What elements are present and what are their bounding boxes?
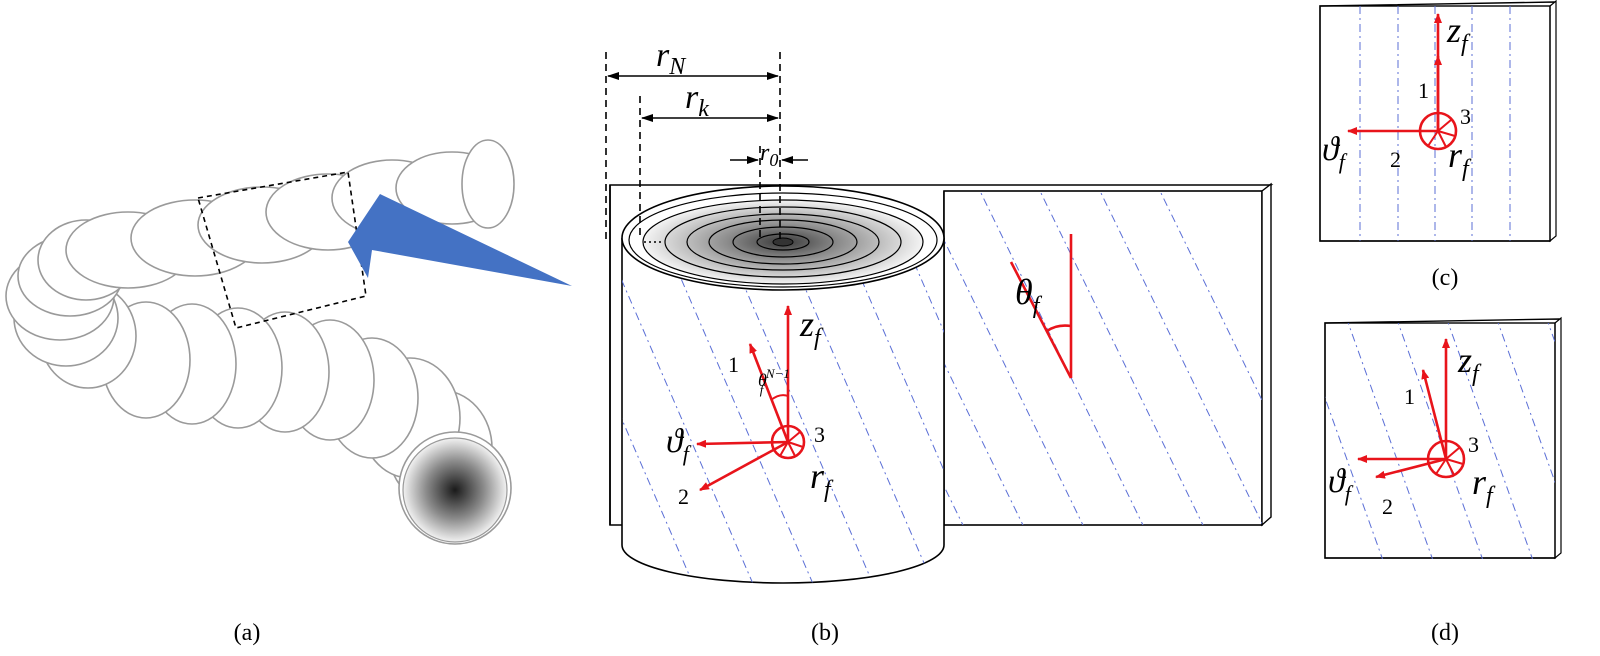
label-dir-1-d: 1 bbox=[1404, 384, 1415, 409]
panel-a-rope bbox=[5, 139, 515, 507]
label-vartheta-f-c: ϑf bbox=[1322, 131, 1348, 174]
label-dir-3-d: 3 bbox=[1468, 432, 1479, 457]
cylinder bbox=[621, 185, 945, 584]
fiber-angle-marker bbox=[1009, 234, 1073, 379]
label-dir-3-c: 3 bbox=[1460, 104, 1471, 129]
caption-d: (d) bbox=[1431, 620, 1459, 646]
caption-c: (c) bbox=[1432, 265, 1459, 291]
radius-dimensions bbox=[605, 52, 808, 242]
label-dir-2-c: 2 bbox=[1390, 147, 1401, 172]
label-r-N: rN bbox=[656, 37, 687, 80]
rope-end-cap bbox=[398, 431, 512, 545]
label-r-k: rk bbox=[685, 79, 709, 122]
blue-pointer-arrow bbox=[348, 194, 572, 286]
label-vartheta-f-d: ϑf bbox=[1328, 463, 1354, 506]
panel-d-axes bbox=[1357, 338, 1466, 479]
label-dir-2-b: 2 bbox=[678, 484, 689, 509]
label-z-f-b: zf bbox=[799, 304, 824, 351]
caption-a: (a) bbox=[234, 620, 261, 646]
selection-box bbox=[196, 171, 367, 329]
label-dir-1-c: 1 bbox=[1418, 78, 1429, 103]
label-r-f-d: rf bbox=[1472, 462, 1496, 509]
label-r-f-b: rf bbox=[810, 456, 834, 503]
panel-c-axes bbox=[1347, 13, 1458, 151]
cylinder-axes bbox=[696, 305, 806, 492]
caption-b: (b) bbox=[811, 620, 839, 646]
label-r-0: r0 bbox=[760, 140, 778, 170]
label-dir-3-b: 3 bbox=[814, 422, 825, 447]
label-dir-1-b: 1 bbox=[728, 352, 739, 377]
rope-strand bbox=[461, 139, 515, 229]
label-z-f-d: zf bbox=[1457, 340, 1482, 387]
label-theta-f-sheet: θf bbox=[1015, 272, 1043, 319]
label-vartheta-f-b: ϑf bbox=[666, 423, 692, 466]
label-z-f-c: zf bbox=[1446, 10, 1471, 57]
label-dir-2-d: 2 bbox=[1382, 494, 1393, 519]
label-r-f-c: rf bbox=[1448, 135, 1472, 182]
